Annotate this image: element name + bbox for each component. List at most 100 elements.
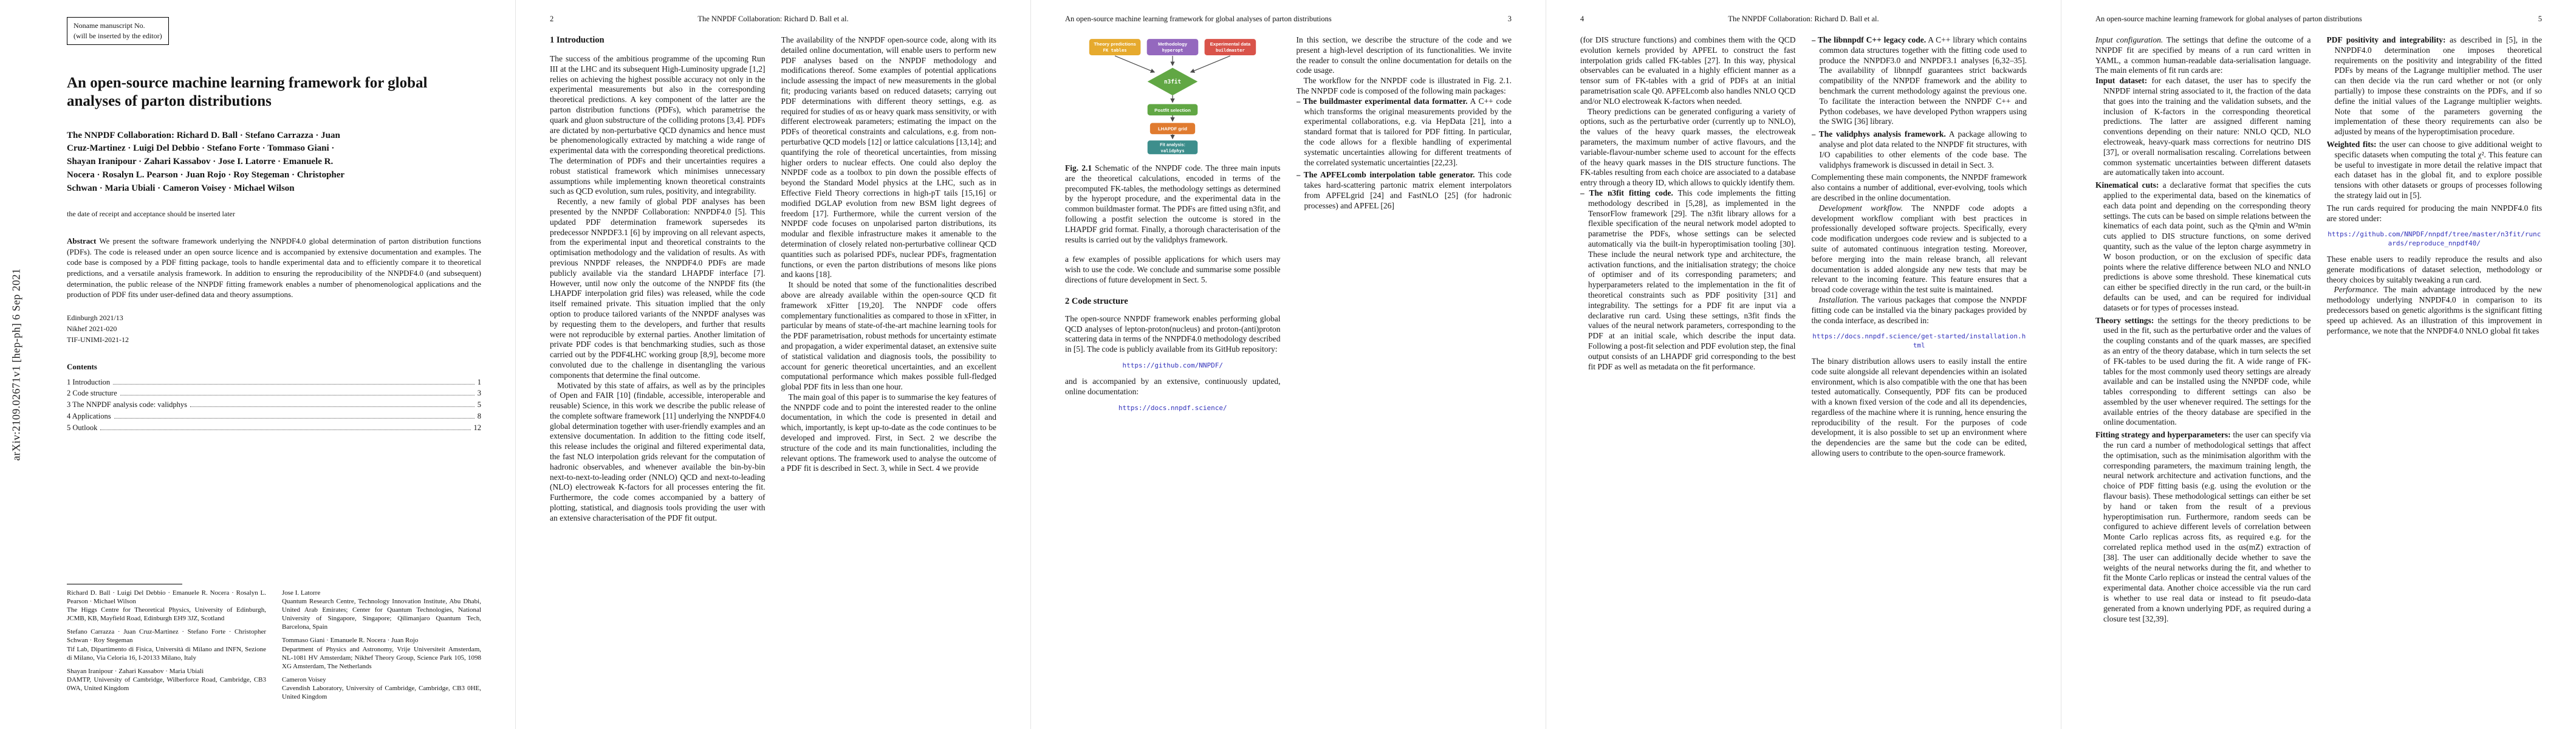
paragraph: The success of the ambitious programme o… [550, 54, 766, 196]
paragraph-lead: Input configuration. [2095, 35, 2163, 44]
manuscript-note-line1: Noname manuscript No. [74, 21, 145, 30]
report-number: Nikhef 2021-020 [67, 324, 117, 333]
postfit-node-label: Postfit selection [1154, 108, 1191, 113]
affiliation-names: Jose I. Latorre [282, 589, 321, 597]
list-item-weighted-fits: Weighted fits: the user can choose to gi… [2327, 140, 2543, 201]
paragraph: The run cards required for producing the… [2326, 203, 2543, 223]
paragraph: (for DIS structure functions) and combin… [1580, 35, 1796, 106]
toc-label: 1 Introduction [67, 377, 111, 386]
paragraph-text: The main advantage introduced by the new… [2326, 285, 2543, 335]
paragraph: The binary distribution allows users to … [1811, 356, 2027, 458]
postfit-selection-node [1147, 104, 1198, 115]
page-number: 4 [1580, 15, 1584, 23]
methodology-node-sublabel: hyperopt [1162, 47, 1184, 53]
running-title: An open-source machine learning framewor… [1065, 15, 1332, 23]
paragraph-text: The various packages that compose the NN… [1811, 295, 2027, 325]
list-item-lead: – The n3fit fitting code. [1580, 188, 1673, 197]
analysis-node-label: Fit analysis: [1160, 142, 1185, 148]
list-item-text: the user can specify via the run card a … [2103, 430, 2311, 623]
paragraph-development-workflow: Development workflow. The NNPDF code ado… [1812, 204, 2027, 295]
affiliation-names: Cameron Voisey [282, 676, 326, 683]
list-item-text: A C++ library which contains common data… [1819, 35, 2027, 126]
running-header: 4 The NNPDF Collaboration: Richard D. Ba… [1580, 15, 2027, 24]
github-repository-link[interactable]: https://github.com/NNPDF/ [1122, 361, 1224, 369]
paragraph: The main goal of this paper is to summar… [781, 392, 997, 473]
fit-analysis-node [1147, 140, 1198, 154]
list-item-lead: Weighted fits: [2326, 139, 2377, 149]
list-item-n3fit: – The n3fit fitting code. This code impl… [1580, 188, 1796, 372]
column-right: In this section, we describe the structu… [1297, 35, 1512, 712]
paragraph: It should be noted that some of the func… [781, 280, 997, 392]
manuscript-note-box: Noname manuscript No. (will be inserted … [67, 17, 169, 45]
list-item-text: A C++ code which transforms the original… [1304, 96, 1512, 167]
list-item-lead: PDF positivity and integrability: [2326, 35, 2446, 44]
list-item-lead: Fitting strategy and hyperparameters: [2095, 430, 2231, 440]
toc-label: 2 Code structure [67, 389, 117, 398]
list-item-lead: – The libnnpdf C++ legacy code. [1811, 35, 1927, 44]
list-item-theory-settings: Theory settings: the settings for the th… [2095, 316, 2311, 428]
page-1: arXiv:2109.02671v1 [hep-ph] 6 Sep 2021 N… [0, 0, 515, 729]
paragraph-input-configuration: Input configuration. The settings that d… [2095, 35, 2311, 76]
affiliation-footnotes: Richard D. Ball · Luigi Del Debbio · Ema… [67, 584, 481, 706]
affiliation-names: Stefano Carrazza · Juan Cruz-Martinez · … [67, 628, 266, 645]
report-number: Edinburgh 2021/13 [67, 313, 123, 322]
manuscript-note-line2: (will be inserted by the editor) [74, 31, 162, 40]
toc-leader-dots [190, 406, 474, 408]
experimental-node-label: Experimental data [1210, 41, 1251, 47]
theory-node-label: Theory predictions [1094, 41, 1136, 47]
theory-predictions-node [1089, 39, 1141, 55]
paragraph: The workflow for the NNPDF code is illus… [1296, 76, 1512, 95]
runcards-repository-link[interactable]: https://github.com/NNPDF/nnpdf/tree/mast… [2328, 230, 2541, 247]
page-5: An open-source machine learning framewor… [2061, 0, 2576, 729]
figure-caption-text: Schematic of the NNPDF code. The three m… [1065, 163, 1281, 244]
installation-docs-link[interactable]: https://docs.nnpdf.science/get-started/i… [1812, 332, 2026, 349]
methodology-node-label: Methodology [1158, 41, 1188, 47]
paper-title: An open-source machine learning framewor… [67, 74, 428, 110]
arrow-theory-to-fit [1115, 55, 1156, 73]
list-item-validphys: – The validphys analysis framework. A pa… [1812, 129, 2027, 170]
list-item-lead: Input dataset: [2095, 76, 2148, 86]
title-page-content: Noname manuscript No. (will be inserted … [67, 17, 481, 433]
list-item-kinematical-cuts: Kinematical cuts: a declarative format t… [2095, 180, 2311, 313]
toc-page: 3 [477, 389, 481, 398]
paragraph: and is accompanied by an extensive, cont… [1065, 377, 1281, 397]
documentation-link[interactable]: https://docs.nnpdf.science/ [1118, 403, 1227, 412]
report-number: TIF-UNIMI-2021-12 [67, 335, 129, 344]
paragraph: a few examples of possible applications … [1065, 255, 1281, 284]
running-title: An open-source machine learning framewor… [2095, 15, 2362, 23]
figure-caption: Fig. 2.1 Schematic of the NNPDF code. Th… [1065, 163, 1281, 245]
paragraph-installation: Installation. The various packages that … [1812, 295, 2027, 326]
list-item-text: as described in [5], in the NNPDF4.0 det… [2334, 35, 2543, 137]
methodology-node [1146, 39, 1199, 55]
toc-label: 3 The NNPDF analysis code: validphys [67, 400, 188, 409]
toc-entry: 2 Code structure 3 [67, 388, 481, 399]
affiliation-address: Cavendish Laboratory, University of Camb… [282, 684, 481, 700]
list-item-input-dataset: Input dataset: for each dataset, the use… [2095, 76, 2311, 178]
report-numbers: Edinburgh 2021/13 Nikhef 2021-020 TIF-UN… [67, 312, 481, 345]
column-right: – The libnnpdf C++ legacy code. A C++ li… [1812, 35, 2027, 712]
toc-page: 12 [473, 423, 482, 432]
figure-caption-label: Fig. 2.1 [1065, 163, 1092, 173]
page-2: 2 The NNPDF Collaboration: Richard D. Ba… [515, 0, 1030, 729]
affiliation-address: Department of Physics and Astronomy, Vri… [282, 645, 481, 670]
affiliation-block: Tommaso Giani · Emanuele R. Nocera · Jua… [282, 636, 481, 670]
paragraph-lead: Performance. [2334, 285, 2379, 295]
paragraph-lead: Development workflow. [1818, 203, 1903, 213]
paragraph: In this section, we describe the structu… [1296, 35, 1512, 75]
affiliation-block: Shayan Iranipour · Zahari Kassabov · Mar… [67, 667, 266, 693]
toc-leader-dots [114, 417, 474, 419]
n3fit-node-label: n3fit [1164, 78, 1181, 85]
column-left: (for DIS structure functions) and combin… [1580, 35, 1796, 712]
experimental-node-sublabel: buildmaster [1216, 47, 1245, 53]
list-item-text: the user can choose to give additional w… [2334, 139, 2543, 200]
list-item-fitting-strategy: Fitting strategy and hyperparameters: th… [2095, 430, 2311, 624]
running-header: An open-source machine learning framewor… [2095, 15, 2542, 24]
column-right: The availability of the NNPDF open-sourc… [781, 35, 997, 712]
paragraph: These enable users to readily reproduce … [2326, 254, 2543, 284]
toc-leader-dots [113, 383, 474, 385]
list-item-text: This code implements the fitting methodo… [1588, 188, 1796, 371]
